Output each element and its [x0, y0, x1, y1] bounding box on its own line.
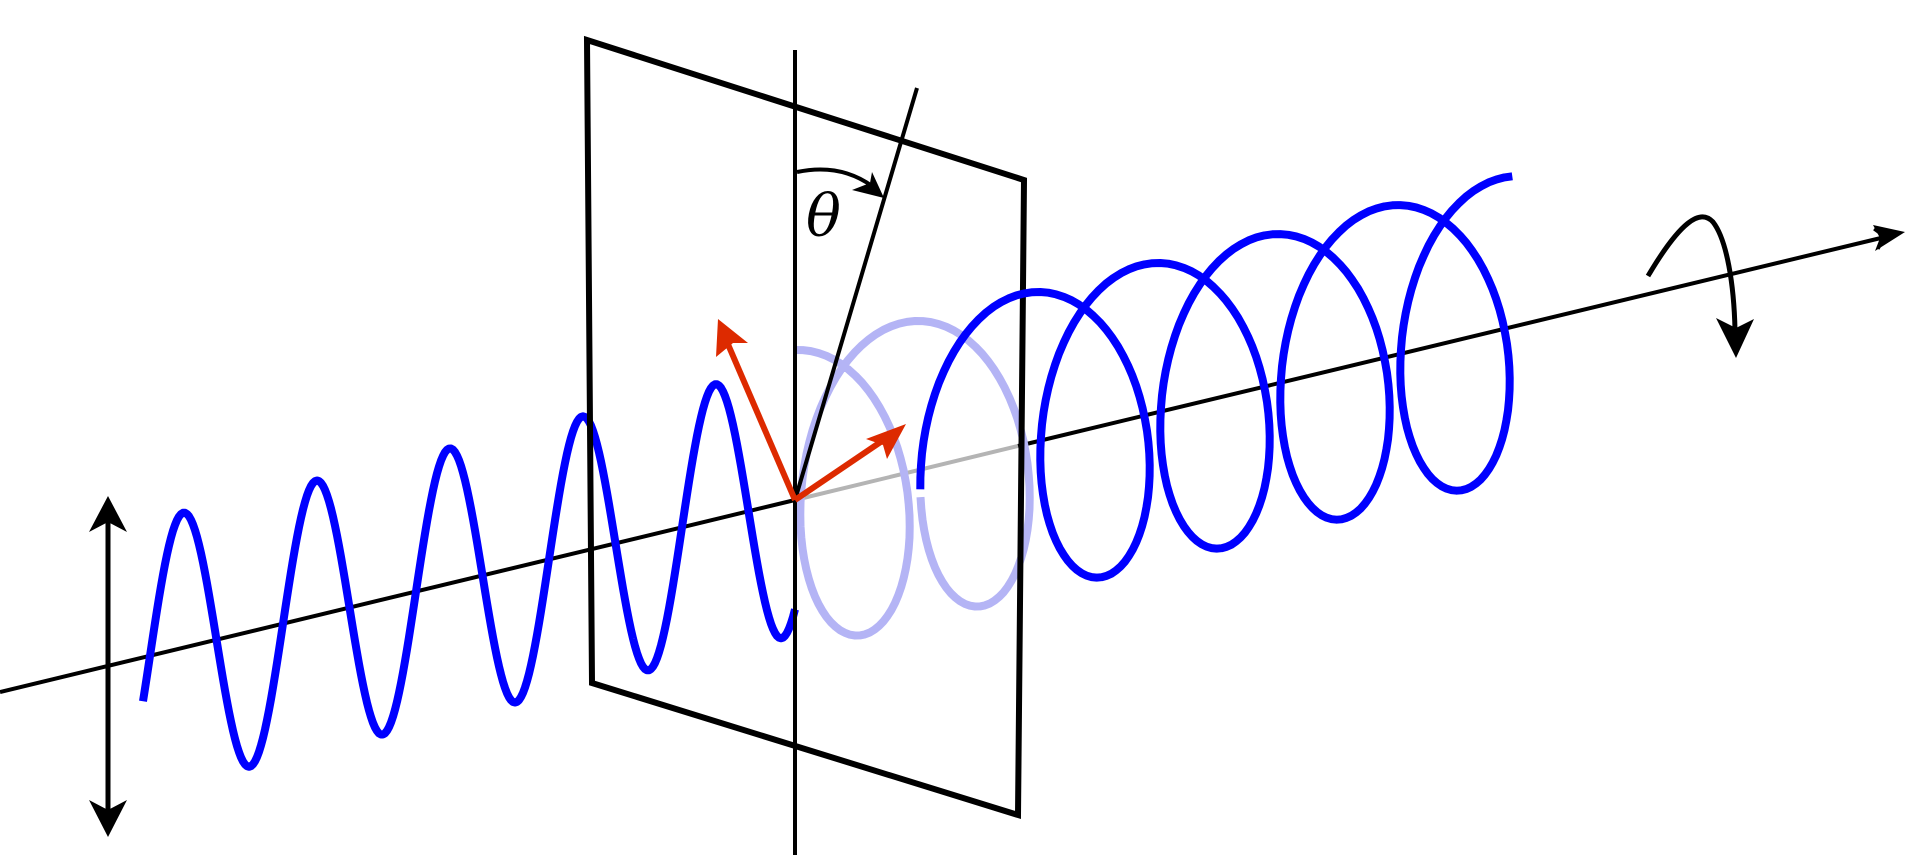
curved-rotation-arrow-icon — [1645, 214, 1754, 358]
propagation-arrowhead — [1873, 225, 1905, 251]
field-vector-left-arrowhead — [716, 319, 748, 357]
double-headed-vertical-arrow-icon — [89, 496, 127, 837]
linearly-polarized-wave — [139, 380, 799, 771]
angle-label: θ — [806, 182, 841, 250]
circularly-polarized-wave — [916, 172, 1514, 582]
propagation-axis-left — [0, 498, 796, 694]
angle-arc — [796, 167, 874, 188]
waveplate — [583, 35, 1028, 820]
field-vector-left — [721, 333, 798, 502]
propagation-axis-right — [1017, 235, 1886, 448]
fast-axis-line — [793, 87, 919, 501]
angle-arrowhead — [852, 172, 884, 198]
field-vector-right — [793, 434, 890, 503]
field-vector-right-arrowhead — [866, 424, 906, 459]
